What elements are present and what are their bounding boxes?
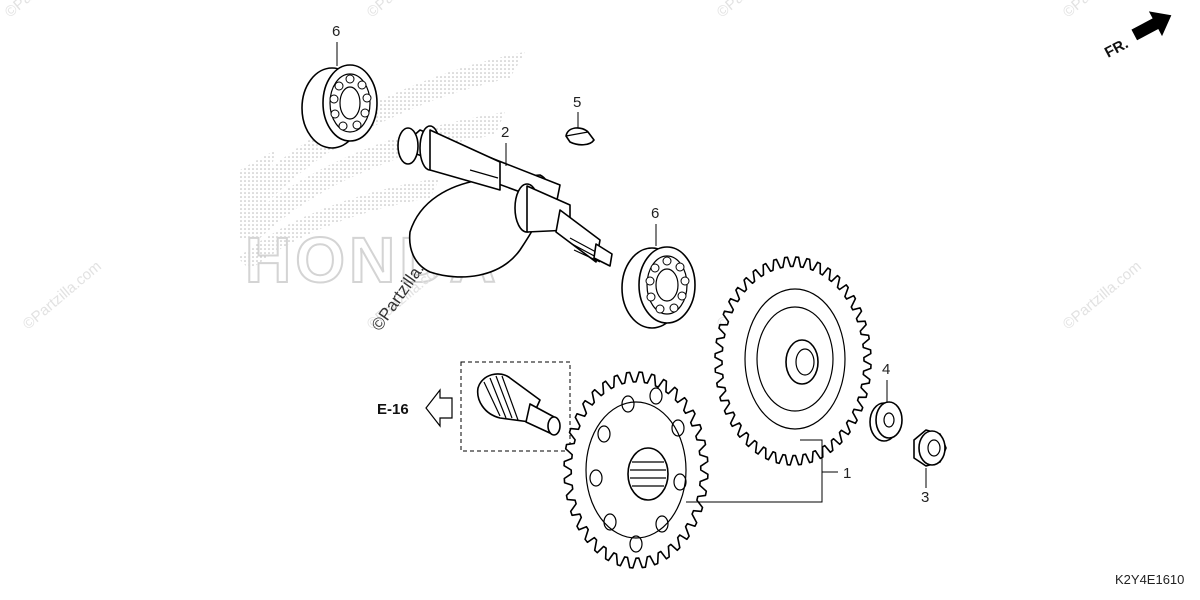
callout-5-label: 5: [573, 94, 581, 111]
callout-4: 4: [882, 361, 890, 402]
front-direction-indicator: FR.: [1102, 11, 1172, 62]
large-driven-gear: [714, 256, 872, 466]
callout-2: 2: [501, 124, 509, 166]
callout-1: 1: [686, 439, 851, 503]
watermark-left: ©Partzilla.com: [20, 258, 105, 333]
front-arrow-icon: [1131, 11, 1172, 41]
callout-2-label: 2: [501, 124, 509, 141]
watermark-top-right: ©Pa: [1060, 0, 1094, 21]
part-2-balancer-shaft[interactable]: [397, 125, 613, 278]
reference-arrow-icon: [425, 388, 453, 428]
reference-e16-label: E-16: [377, 401, 409, 418]
watermark-right: ©Partzilla.com: [1060, 258, 1145, 333]
reference-e16[interactable]: E-16: [377, 388, 453, 428]
part-3-nut[interactable]: [913, 429, 947, 467]
watermark-top-left: ©Pa: [2, 0, 36, 21]
part-6-lower-bearing[interactable]: [621, 246, 696, 329]
callout-6-upper-label: 6: [332, 23, 340, 40]
watermark-top-mid1: ©Pa: [364, 0, 398, 21]
callout-3: 3: [921, 468, 929, 506]
inset-shaft-box: [460, 361, 571, 452]
partzilla-watermarks: ©Pa ©Pa ©Pa ©Pa ©Partzilla.com ©Partzill…: [2, 0, 1145, 334]
watermark-top-mid2: ©Pa: [714, 0, 748, 21]
callout-6-lower: 6: [651, 205, 659, 246]
callout-5: 5: [573, 94, 581, 128]
callout-3-label: 3: [921, 489, 929, 506]
small-drive-gear: [563, 371, 709, 569]
diagram-code: K2Y4E1610: [1115, 572, 1184, 587]
part-6-upper-bearing[interactable]: [301, 64, 378, 149]
callout-6-lower-label: 6: [651, 205, 659, 222]
callout-6-upper: 6: [332, 23, 340, 66]
callout-4-label: 4: [882, 361, 890, 378]
part-4-washer[interactable]: [869, 401, 903, 442]
callout-1-label: 1: [843, 465, 851, 482]
part-1-balancer-gear-set[interactable]: [563, 256, 872, 569]
front-direction-label: FR.: [1102, 35, 1131, 61]
part-5-woodruff-key[interactable]: [565, 127, 595, 146]
